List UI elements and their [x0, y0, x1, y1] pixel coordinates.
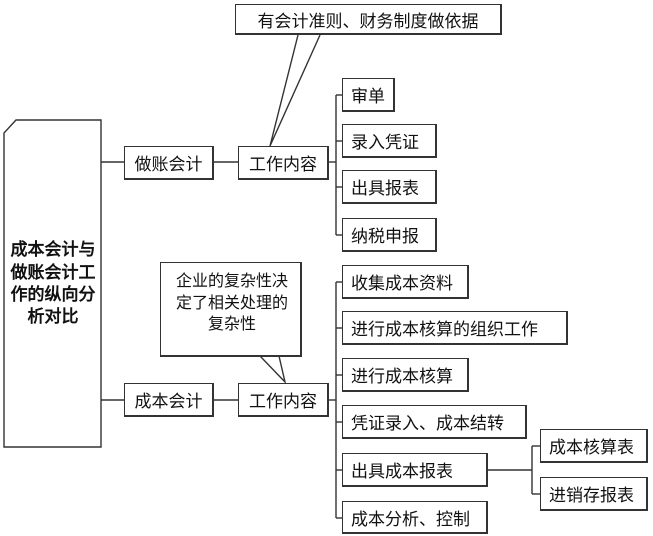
cost-note-callout: [160, 262, 302, 357]
cost-item-perform-accounting: 进行成本核算: [342, 358, 469, 392]
cost-work-content: 工作内容: [238, 383, 329, 417]
cost-item-voucher-carryover: 凭证录入、成本结转: [342, 405, 527, 439]
callout-tail-top: [269, 34, 321, 147]
cost-item-collect-data: 收集成本资料: [342, 265, 469, 299]
cost-item-cost-statement: 出具成本报表: [342, 453, 488, 487]
bookkeeping-item-issue-statement: 出具报表: [342, 170, 437, 204]
cost-item-analysis-control: 成本分析、控制: [342, 501, 488, 534]
bookkeeping-item-enter-voucher: 录入凭证: [342, 124, 437, 158]
branch-bookkeeping-accounting: 做账会计: [124, 146, 214, 180]
cost-statement-sub-accounting-table: 成本核算表: [540, 429, 648, 463]
callout-tail-bottom: [259, 355, 287, 385]
root-title: 成本会计与做账会计工作的纵向分析对比: [10, 240, 96, 328]
root-box-outline: [3, 119, 102, 448]
cost-statement-sub-inventory-report: 进销存报表: [540, 477, 648, 511]
cost-item-organize-accounting: 进行成本核算的组织工作: [342, 311, 568, 345]
bookkeeping-work-content: 工作内容: [238, 146, 329, 180]
bookkeeping-note-callout: 有会计准则、财务制度做依据: [235, 4, 502, 35]
cost-note-text: 企业的复杂性决定了相关处理的复杂性: [175, 271, 288, 334]
bookkeeping-item-review: 审单: [342, 78, 395, 112]
bookkeeping-item-tax-filing: 纳税申报: [342, 218, 437, 252]
branch-cost-accounting: 成本会计: [124, 383, 214, 417]
